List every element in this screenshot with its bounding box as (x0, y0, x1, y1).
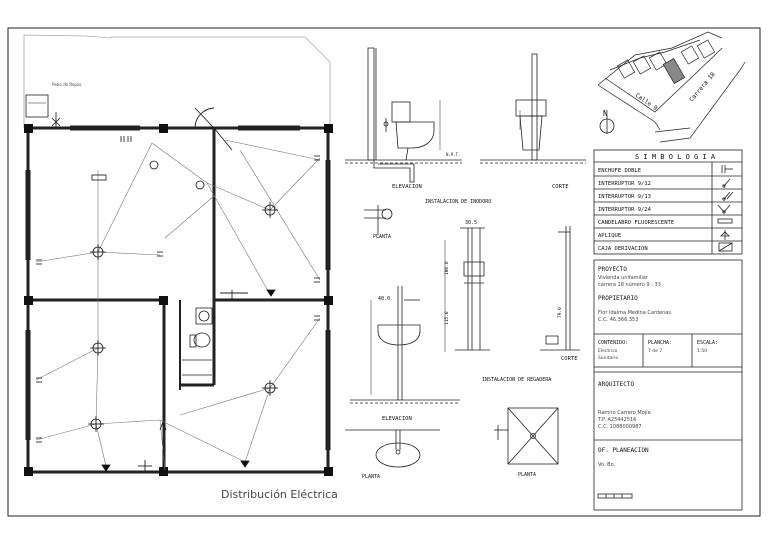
dim-1150: 115.0 (444, 311, 450, 325)
fluorescente-icon (717, 218, 733, 224)
carrera-label: Carrera 18 (688, 71, 717, 103)
escala-label: ESCALA: (697, 340, 718, 346)
npt-label: N.P.T. (446, 152, 460, 157)
floor-plan (23, 34, 333, 476)
location-map (597, 31, 746, 143)
planta-lav-label: PLANTA (362, 474, 380, 480)
plancha-label: PLANCHA: (648, 340, 672, 346)
interruptor-doble-icon (722, 191, 734, 201)
lavamanos-elevation (350, 286, 460, 404)
propietario-line2: C.C. 46.366.353 (598, 317, 638, 323)
interruptor-simple-icon (722, 178, 731, 188)
legend-item-label: APLIQUE (598, 233, 621, 239)
north-label: N (603, 109, 608, 118)
patio-label: Patio de Ropas (52, 82, 81, 87)
legend-item-label: INTERRUPTOR 9/13 (598, 194, 651, 200)
elev-lav-label: ELEVACION (382, 416, 412, 422)
shower-section (540, 226, 580, 351)
calle-label: Calle 9 (634, 92, 659, 112)
shower-plan (494, 407, 559, 465)
contenido-line1: Electrico (598, 348, 618, 354)
legend-item-label: ENCHUFE DOBLE (598, 168, 641, 174)
planeacion-label: OF. PLANEACION (598, 447, 649, 454)
propietario-line1: Flor Idalma Medina Cardenas (598, 310, 671, 316)
dim-1000: 100.0 (444, 261, 450, 275)
inst-inodoro-label: INSTALACION DE INODORO (425, 199, 491, 205)
toilet-section (480, 53, 586, 164)
proyecto-line2: carrera 18 número 9 - 33 (598, 281, 661, 288)
escala-value: 1:50 (697, 348, 707, 354)
arquitecto-label: ARQUITECTO (598, 381, 635, 388)
inst-regadera-label: INSTALACION DE REGADERA (482, 377, 551, 383)
north-arrow-icon (599, 116, 615, 134)
toilet-plan-detail (364, 205, 393, 235)
contenido-line2: Sanitario (598, 355, 618, 361)
dim-790: 79.0 (557, 307, 563, 318)
planta-reg-label: PLANTA (518, 472, 536, 478)
legend-title: S I M B O L O G I A (635, 153, 716, 161)
arquitecto-line2: T.P. A25442516 (597, 417, 636, 423)
interruptor-conmutable-icon (717, 204, 731, 214)
legend-item-label: CAJA DERIVACION (598, 246, 648, 252)
planta-1-label: PLANTA (373, 234, 391, 240)
shower-elevation (444, 227, 490, 352)
dim-400: 40.0 (378, 296, 390, 302)
plancha-value: 7 de 7 (648, 348, 662, 354)
dim-305: 30.5 (465, 220, 477, 226)
corte-regadera-label: CORTE (561, 356, 578, 362)
arquitecto-line1: Ramiro Carrero Mojía (598, 409, 651, 416)
title-block (593, 259, 743, 511)
corte-inodoro-label: CORTE (552, 184, 569, 190)
caja-derivacion-icon (718, 242, 733, 252)
vobo-label: Vo. Bo. (598, 462, 616, 468)
aplique-icon (720, 230, 730, 240)
elev-inodoro-label: ELEVACION (392, 184, 422, 190)
sheet-border (7, 27, 761, 517)
lavamanos-plan (345, 429, 440, 468)
contenido-label: CONTENIDO: (598, 340, 628, 346)
legend-symbols (717, 165, 734, 252)
proyecto-line1: Vivienda unifamiliar (598, 275, 649, 281)
legend-item-label: INTERRUPTOR 9/12 (598, 181, 651, 187)
plan-title: Distribución Eléctrica (221, 488, 338, 501)
proyecto-label: PROYECTO (598, 266, 627, 273)
arquitecto-line3: C.C. 1088000987 (598, 424, 642, 430)
toilet-elevation (345, 47, 462, 183)
legend-item-label: INTERRUPTOR 9/24 (598, 207, 652, 213)
legend-table (593, 149, 743, 255)
propietario-label: PROPIETARIO (598, 295, 638, 302)
legend-item-label: CANDELABRO FLUORESCENTE (598, 220, 674, 226)
enchufe-doble-icon (721, 165, 733, 173)
